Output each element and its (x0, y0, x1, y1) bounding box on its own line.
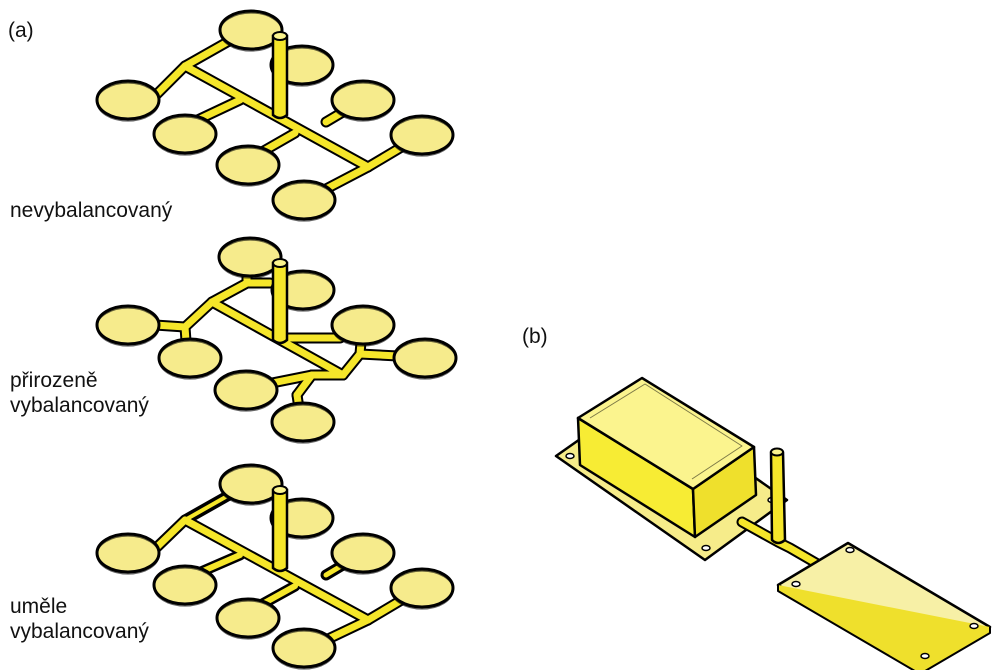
cavity-disc (215, 597, 281, 641)
cavity-disc (389, 567, 455, 611)
hole-icon (969, 622, 979, 630)
cavity-disc (389, 114, 455, 158)
cavity-disc (330, 79, 396, 123)
label-part-a: (a) (8, 19, 34, 42)
label-artificially-balanced: uměle vybalancovaný (10, 595, 149, 644)
hole-icon (565, 452, 575, 460)
sprue (271, 258, 289, 345)
sprue (271, 485, 289, 573)
hole-icon (920, 652, 930, 660)
cavity-disc (392, 337, 458, 381)
hole-icon (791, 580, 801, 588)
cavity-disc (152, 564, 218, 608)
cavity-disc (270, 401, 336, 445)
hole-icon (845, 546, 855, 554)
family-mold-part-b (554, 376, 992, 670)
cavity-disc (217, 236, 283, 280)
label-naturally-balanced: přirozeně vybalancovaný (10, 369, 149, 418)
unbalanced-layout (95, 9, 455, 223)
box-top (576, 376, 756, 491)
cavity-disc (330, 532, 396, 576)
artificially-balanced-layout (95, 463, 455, 670)
cavity-disc (215, 144, 281, 188)
cavity-disc (157, 337, 223, 381)
cavity-disc (152, 113, 218, 157)
cavity-disc (330, 304, 396, 348)
cavity-disc (95, 79, 161, 123)
label-unbalanced: nevybalancovaný (10, 199, 173, 222)
cavity-disc (213, 369, 279, 413)
cavity-disc (95, 304, 161, 348)
label-part-b: (b) (522, 325, 548, 348)
naturally-balanced-layout (95, 236, 458, 445)
cavity-disc (95, 532, 161, 576)
cavity-disc (271, 627, 337, 670)
sprue (271, 31, 289, 120)
cavity-disc (271, 179, 337, 223)
sprue (769, 450, 787, 545)
hole-icon (701, 544, 711, 552)
